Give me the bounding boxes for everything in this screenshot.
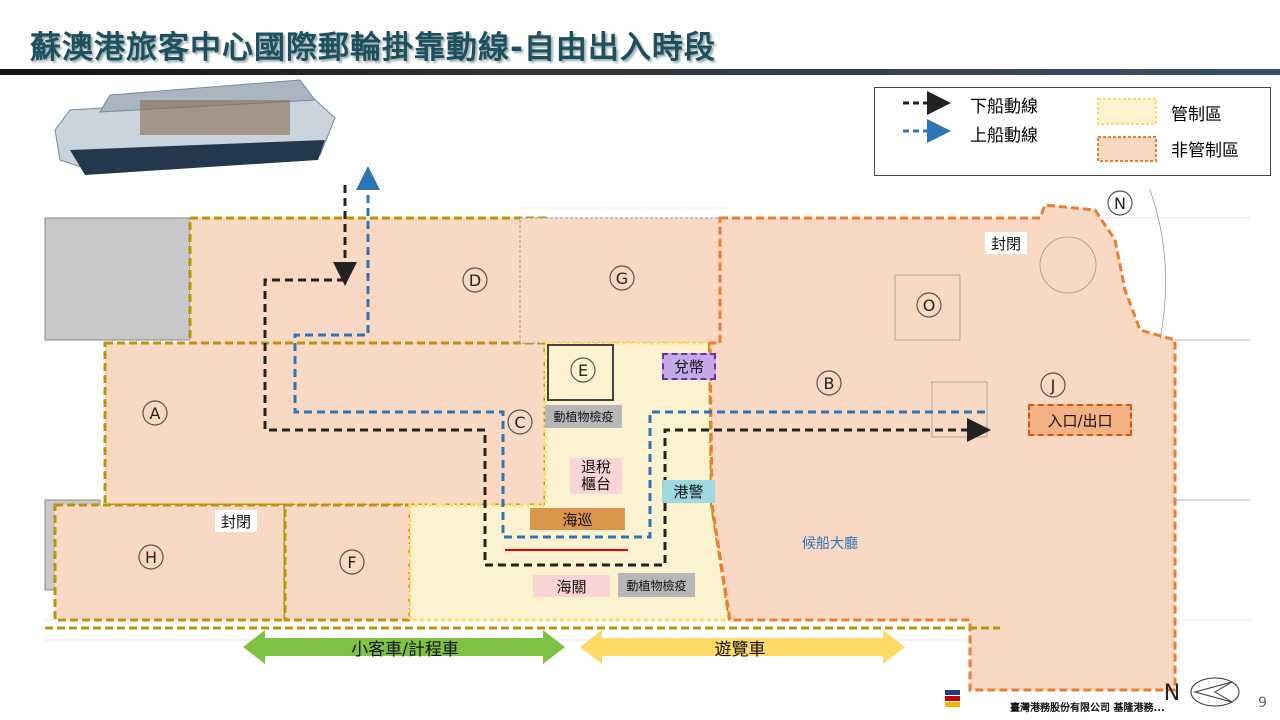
quarantine-label: 動植物檢疫 <box>545 405 622 428</box>
svg-text:C: C <box>514 413 525 432</box>
tax-refund-line2: 櫃台 <box>580 475 611 493</box>
svg-text:G: G <box>616 269 628 288</box>
svg-text:H: H <box>145 548 157 567</box>
svg-text:F: F <box>347 553 356 572</box>
bus-lane-arrow <box>580 630 905 664</box>
car-lane-arrow <box>243 630 565 664</box>
zone-a-marker <box>142 400 168 426</box>
legend-embark: 上船動線 <box>970 126 1038 146</box>
slide-title: 蘇澳港旅客中心國際郵輪掛靠動線-自由出入時段 <box>30 30 716 66</box>
non-controlled-zone <box>708 203 1177 692</box>
zone-F <box>283 503 412 622</box>
police-label: 港警 <box>662 480 715 503</box>
zone-A <box>103 341 547 507</box>
closed-label-left: 封閉 <box>215 510 257 532</box>
car-taxi-label: 小客車/計程車 <box>351 639 459 660</box>
cruise-ship-image <box>54 79 336 175</box>
bus-label: 遊覽車 <box>714 639 766 660</box>
footer-company: 臺灣港務股份有限公司 基隆港務... <box>1010 703 1165 714</box>
zone-E <box>547 344 614 401</box>
controlled-swatch <box>1097 98 1157 125</box>
equipment-room <box>44 217 191 341</box>
customs-label: 海關 <box>533 575 610 597</box>
zone-letter: A <box>150 404 161 423</box>
svg-text:E: E <box>578 361 588 380</box>
tax-refund-line1: 退稅 <box>580 458 611 476</box>
legend-disembark: 下船動線 <box>970 97 1038 117</box>
title-rule <box>0 69 1280 75</box>
svg-text:D: D <box>469 271 481 290</box>
entrance-exit-label: 入口/出口 <box>1028 404 1132 436</box>
coast-guard-label: 海巡 <box>530 508 625 530</box>
svg-text:O: O <box>923 296 936 315</box>
legend-non-controlled: 非管制區 <box>1171 141 1239 161</box>
embark-path <box>293 166 985 539</box>
tipc-logo <box>945 690 960 707</box>
closed-label-top: 封閉 <box>985 232 1027 254</box>
north-marker: N <box>1114 194 1126 213</box>
legend-controlled: 管制區 <box>1171 105 1222 125</box>
quarantine-label-2: 動植物檢疫 <box>618 573 695 597</box>
non-controlled-swatch <box>1097 136 1157 162</box>
svg-text:B: B <box>824 374 835 393</box>
north-arrow-label: N <box>1164 681 1180 706</box>
waiting-hall-label: 候船大廳 <box>802 536 858 552</box>
exchange-label: 兌幣 <box>662 353 716 380</box>
tax-refund-label: 退稅櫃台 <box>570 458 622 494</box>
legend: 下船動線 上船動線 管制區 非管制區 <box>874 87 1271 176</box>
page-number: 9 <box>1258 695 1267 711</box>
svg-text:J: J <box>1050 376 1056 395</box>
